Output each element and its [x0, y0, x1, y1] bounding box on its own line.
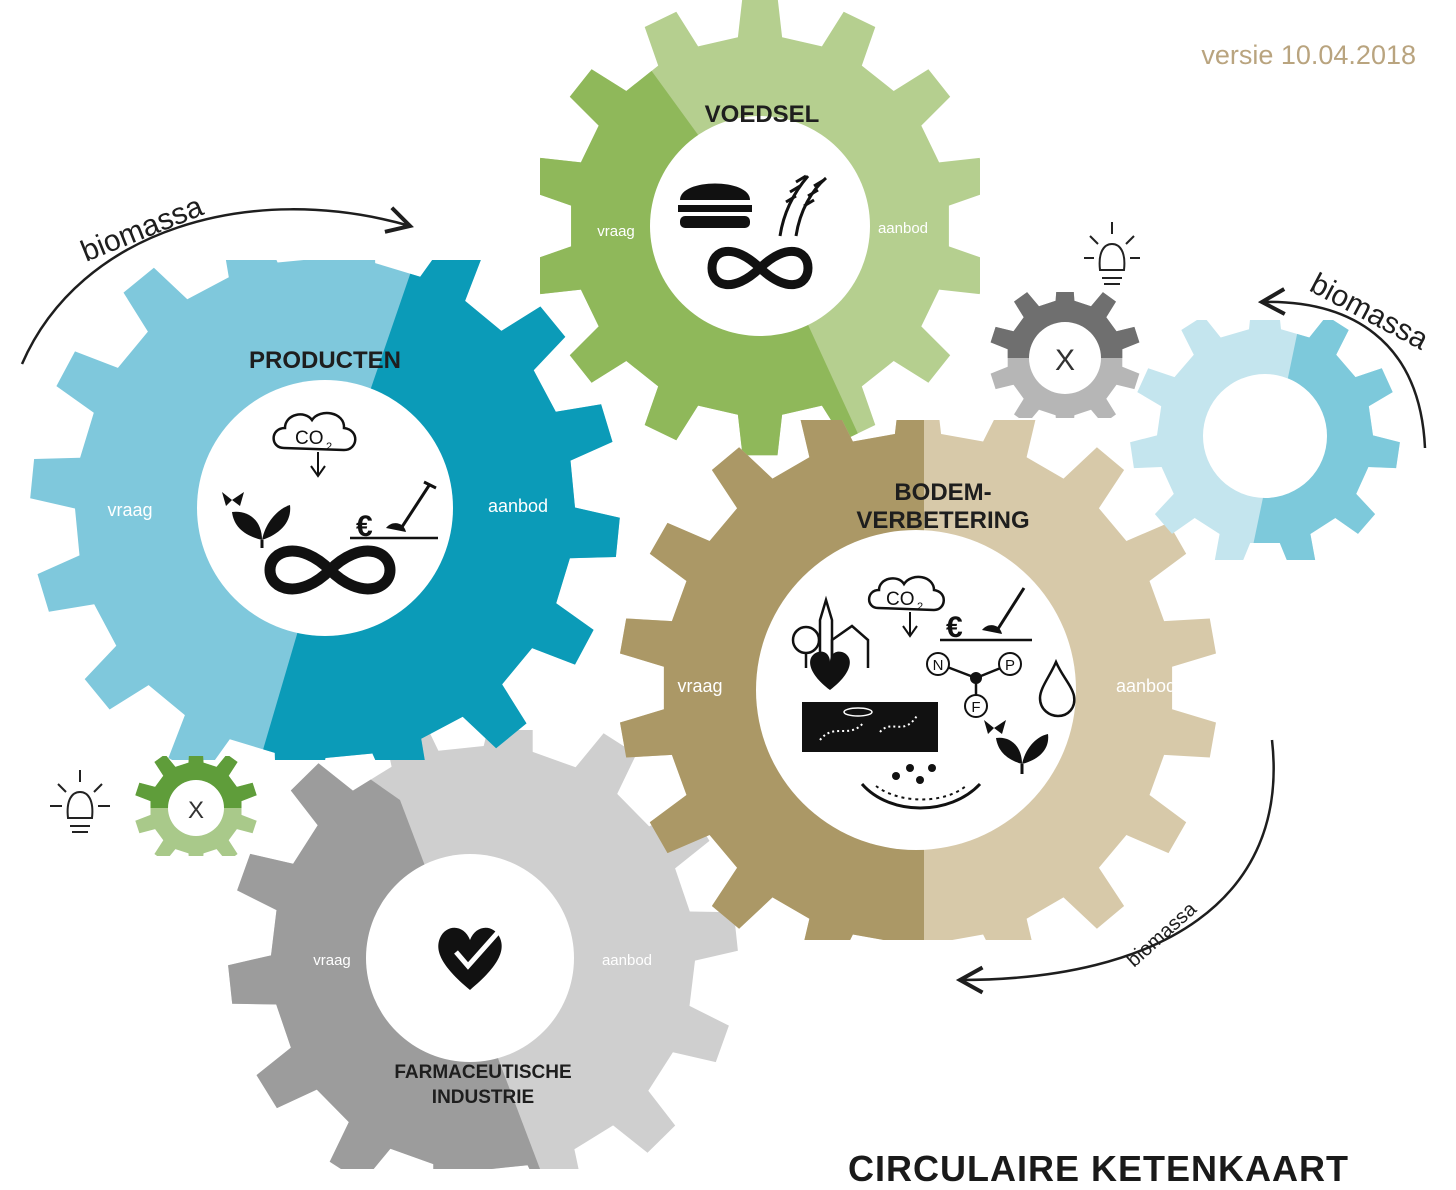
gear-sgreen-center: [168, 780, 224, 836]
gear-producten: PRODUCTEN vraag aanbod CO 2 €: [30, 260, 620, 760]
f-label: F: [971, 699, 980, 716]
soil-life-icon: [802, 702, 938, 752]
voedsel-vraag-label: vraag: [597, 223, 635, 240]
infinity-icon: [707, 246, 813, 290]
co2-icon: CO 2: [867, 575, 945, 638]
heart-check-icon: [438, 927, 502, 990]
euro-shovel-icon: €: [940, 587, 1032, 644]
version-label: versie 10.04.2018: [1201, 40, 1416, 70]
gear-voedsel-center: [650, 116, 870, 336]
village-icon: [791, 595, 870, 668]
water-drop-icon: [1038, 658, 1076, 718]
co2-text: CO: [295, 428, 324, 449]
plant-butterfly-icon: [222, 492, 291, 548]
gear-small-green: X: [135, 756, 257, 856]
co2-subscript: 2: [917, 601, 923, 613]
grain-icon: [778, 174, 827, 237]
gear-small-grey: X: [990, 292, 1140, 418]
gear-bodemverbetering: BODEM- VERBETERING vraag aanbod CO 2 €: [620, 420, 1216, 940]
voedsel-aanbod-label: aanbod: [878, 220, 928, 237]
rain-bowl-icon: [860, 764, 982, 810]
farma-title-line2: INDUSTRIE: [432, 1087, 534, 1108]
page-title: CIRCULAIRE KETENKAART: [848, 1148, 1349, 1189]
burger-icon: [678, 183, 752, 228]
small-grey-x-label: X: [1055, 344, 1075, 377]
infinity-icon: [264, 545, 396, 595]
gear-sgrey-center: [1029, 322, 1101, 394]
phosphorus-label: P: [1005, 657, 1015, 674]
euro-symbol: €: [356, 510, 373, 543]
gear-voedsel: VOEDSEL vraag aanbod: [540, 0, 980, 456]
biomassa-arrow-right: [1257, 287, 1427, 449]
producten-aanbod-label: aanbod: [488, 496, 548, 516]
bodem-title-line1: BODEM-: [894, 479, 991, 506]
bodem-aanbod-label: aanbod: [1116, 676, 1176, 696]
bodem-title-line2: VERBETERING: [856, 507, 1029, 534]
farma-title-line1: FARMACEUTISCHE: [394, 1062, 571, 1083]
producten-vraag-label: vraag: [107, 500, 152, 520]
bodem-vraag-label: vraag: [677, 676, 722, 696]
biomassa-label-top-left: biomassa: [76, 190, 208, 269]
euro-shovel-icon: €: [350, 480, 438, 543]
nitrogen-label: N: [933, 657, 944, 674]
biomassa-arrow-top-left: [20, 206, 414, 365]
producten-title: PRODUCTEN: [249, 347, 401, 374]
gear-light-blue-right: [1130, 320, 1400, 560]
co2-icon: CO 2: [272, 411, 357, 478]
voedsel-title: VOEDSEL: [705, 101, 820, 128]
biomassa-label-bottom: biomassa: [1123, 898, 1202, 972]
plant-butterfly-icon: [984, 720, 1049, 774]
biomassa-arrow-bottom: [955, 739, 1275, 995]
gear-bodem-center: [756, 530, 1076, 850]
euro-symbol: €: [946, 611, 963, 644]
co2-text: CO: [886, 589, 915, 610]
co2-subscript: 2: [326, 441, 332, 453]
small-green-x-label: X: [188, 797, 204, 824]
farma-vraag-label: vraag: [313, 952, 351, 969]
gear-rblue-center: [1203, 374, 1327, 498]
lightbulb-icon: [1084, 222, 1140, 285]
farma-aanbod-label: aanbod: [602, 952, 652, 969]
heart-house-icon: [810, 651, 850, 690]
lightbulb-icon: [50, 770, 110, 833]
npk-molecule-icon: N P F: [926, 652, 1022, 718]
